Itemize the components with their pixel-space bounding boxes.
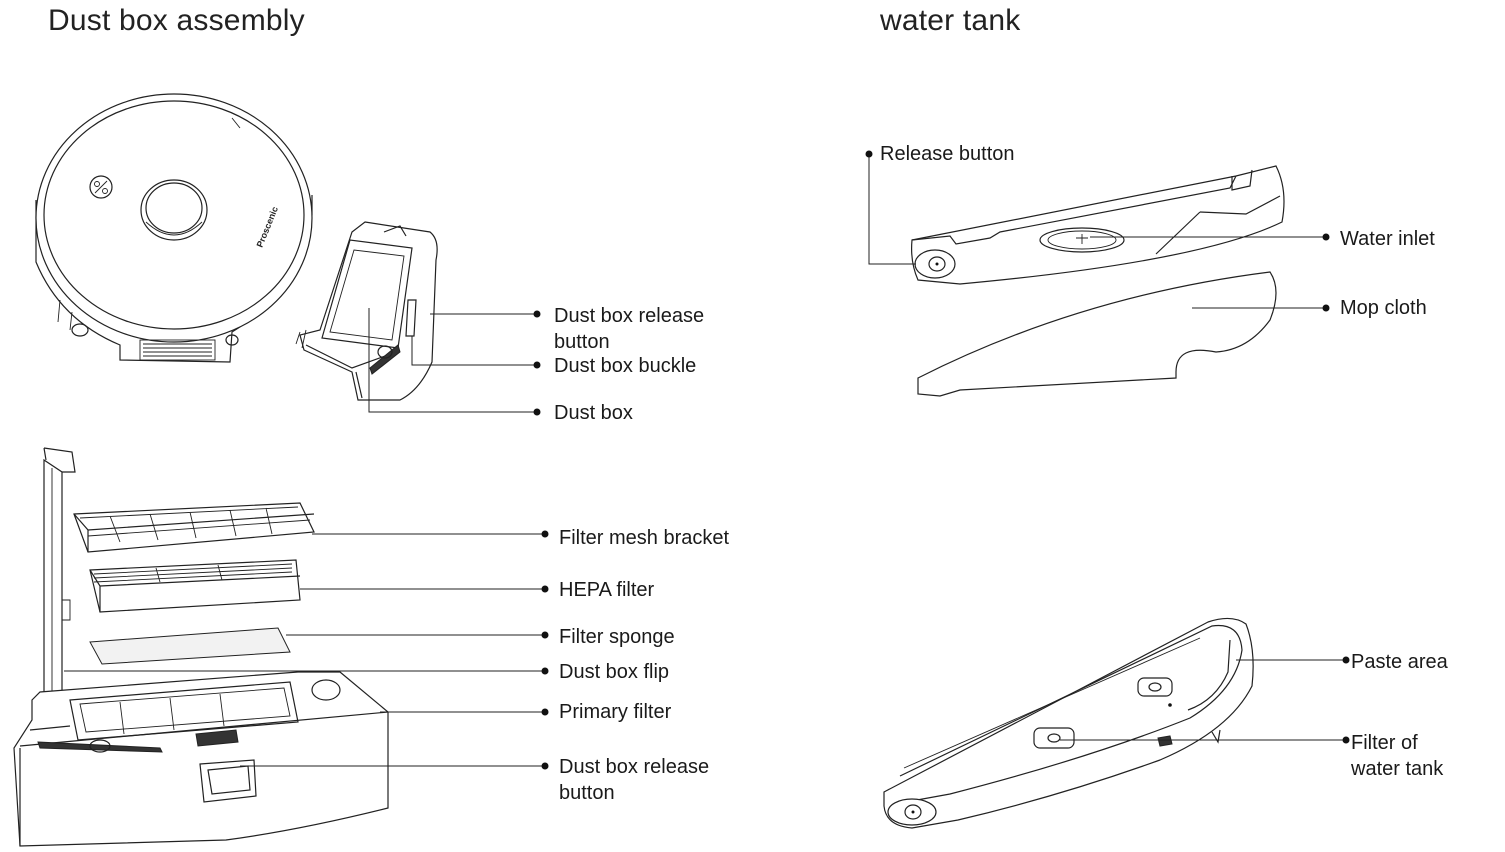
dust-box-release-button-label-bottom: Dust box release: [559, 756, 710, 778]
filter-of-water-tank-label-line2: water tank: [1351, 758, 1444, 780]
hepa-filter-label: HEPA filter: [559, 579, 655, 601]
water-inlet-label: Water inlet: [1340, 228, 1435, 250]
dust-box-release-button-label-top: Dust box release: [554, 305, 705, 327]
water-tank-bottom-illustration: [883, 617, 1254, 829]
paste-area-label: Paste area: [1351, 651, 1448, 673]
dust-box-exploded-illustration: [13, 447, 389, 847]
primary-filter-label: Primary filter: [559, 701, 672, 723]
filter-mesh-bracket-label: Filter mesh bracket: [559, 527, 730, 549]
filter-sponge-label: Filter sponge: [559, 626, 675, 648]
release-button-label: Release button: [880, 143, 1015, 165]
leader-lines-water-tank-bottom: [1060, 656, 1350, 744]
water-tank-top-illustration: [911, 165, 1285, 397]
leader-lines-dust-box: [64, 530, 549, 770]
dust-box-release-button-label-top-line2: button: [554, 331, 610, 353]
dust-box-flip-label: Dust box flip: [559, 661, 670, 683]
dust-box-label: Dust box: [554, 402, 633, 424]
filter-of-water-tank-label: Filter of: [1351, 732, 1418, 754]
dust-box-small-illustration: [295, 221, 438, 401]
dust-box-buckle-label: Dust box buckle: [554, 355, 697, 377]
robot-vacuum-illustration: [35, 93, 313, 363]
water-tank-heading: water tank: [880, 4, 1021, 37]
mop-cloth-label: Mop cloth: [1340, 297, 1427, 319]
dust-box-assembly-heading: Dust box assembly: [48, 4, 305, 37]
leader-lines-water-tank-top: [865, 150, 1330, 312]
leader-lines-top: [368, 308, 541, 416]
dust-box-release-button-label-bottom-line2: button: [559, 782, 615, 804]
